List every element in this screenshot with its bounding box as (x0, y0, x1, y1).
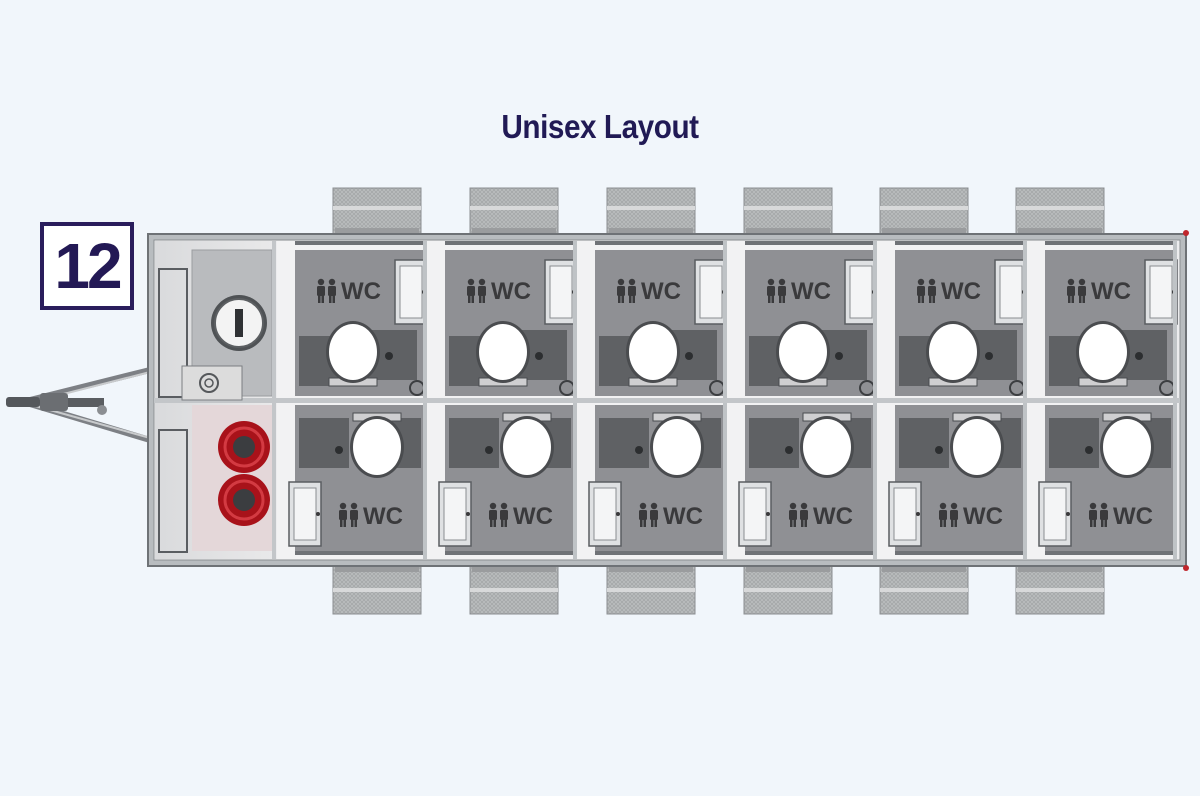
stall-bottom: WC (577, 403, 727, 559)
step-icon (469, 565, 559, 615)
toilet-icon (1076, 321, 1130, 387)
step-icon (606, 187, 696, 235)
stall-bottom: WC (877, 403, 1027, 559)
stall-count-badge: 12 (40, 222, 134, 310)
stall-bottom: WC (727, 403, 877, 559)
sink-icon (544, 259, 578, 325)
stall-top: WC (1027, 241, 1178, 398)
sink-icon (844, 259, 878, 325)
sink-icon (1038, 481, 1072, 547)
utility-room (155, 241, 276, 559)
step-icon (469, 187, 559, 235)
step-icon (606, 565, 696, 615)
toilet-icon (326, 321, 380, 387)
step-icon (332, 565, 422, 615)
stall-label: WC (1091, 278, 1131, 305)
unisex-person-icon (1089, 502, 1108, 527)
sink-icon (288, 481, 322, 547)
unisex-person-icon (339, 502, 358, 527)
sink-icon (738, 481, 772, 547)
sink-icon (694, 259, 728, 325)
steps-bottom (332, 565, 1105, 615)
toilet-icon (950, 412, 1004, 478)
step-icon (1015, 565, 1105, 615)
stall-top: WC (427, 241, 578, 398)
stall-bottom: WC (277, 403, 427, 559)
page-title: Unisex Layout (501, 108, 699, 145)
stall-label: WC (1113, 503, 1153, 530)
toilet-icon (350, 412, 404, 478)
step-icon (743, 565, 833, 615)
tank-icon (211, 295, 267, 351)
unisex-person-icon (939, 502, 958, 527)
toilet-icon (476, 321, 530, 387)
toilet-icon (500, 412, 554, 478)
stall-bottom: WC (427, 403, 577, 559)
sink-icon (888, 481, 922, 547)
unisex-person-icon (489, 502, 508, 527)
toilet-icon (800, 412, 854, 478)
stall-label: WC (941, 278, 981, 305)
unisex-person-icon (1067, 278, 1086, 303)
stall-top: WC (727, 241, 878, 398)
unisex-person-icon (467, 278, 486, 303)
toilet-icon (926, 321, 980, 387)
stall-label: WC (341, 278, 381, 305)
step-icon (879, 187, 969, 235)
step-icon (743, 187, 833, 235)
stall-top: WC (877, 241, 1028, 398)
stall-top: WC (277, 241, 428, 398)
stall-label: WC (813, 503, 853, 530)
step-icon (879, 565, 969, 615)
toilet-icon (650, 412, 704, 478)
stalls-group: WC WC WC WC WC WC WC WC WC WC WC WC (277, 241, 1178, 559)
stall-label: WC (791, 278, 831, 305)
unisex-person-icon (767, 278, 786, 303)
stall-label: WC (963, 503, 1003, 530)
unisex-person-icon (639, 502, 658, 527)
sink-icon (994, 259, 1028, 325)
steps-top (332, 187, 1105, 235)
hose-reel-icon (218, 421, 270, 526)
unisex-person-icon (917, 278, 936, 303)
step-icon (332, 187, 422, 235)
unisex-person-icon (317, 278, 336, 303)
stall-label: WC (663, 503, 703, 530)
toilet-icon (1100, 412, 1154, 478)
sink-icon (438, 481, 472, 547)
pump-box (181, 365, 243, 401)
stall-top: WC (577, 241, 728, 398)
stall-label: WC (641, 278, 681, 305)
sink-icon (1144, 259, 1178, 325)
toilet-icon (626, 321, 680, 387)
stall-bottom: WC (1027, 403, 1177, 559)
stall-label: WC (491, 278, 531, 305)
step-icon (1015, 187, 1105, 235)
sink-icon (394, 259, 428, 325)
unisex-person-icon (617, 278, 636, 303)
stall-label: WC (363, 503, 403, 530)
unisex-person-icon (789, 502, 808, 527)
hitch-icon (6, 367, 151, 443)
toilet-icon (776, 321, 830, 387)
stall-label: WC (513, 503, 553, 530)
sink-icon (588, 481, 622, 547)
